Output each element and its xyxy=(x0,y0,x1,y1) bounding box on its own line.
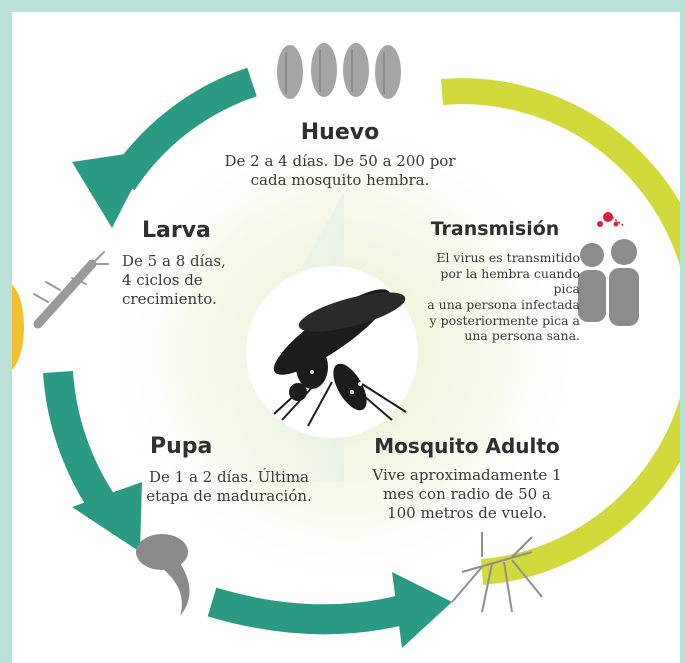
larva-description: De 5 a 8 días, 4 ciclos de crecimiento. xyxy=(122,252,232,308)
transmision-line-4: y posteriormente pica a xyxy=(429,312,580,328)
people-icon xyxy=(578,239,639,326)
larva-line-1: De 5 a 8 días, xyxy=(122,252,226,270)
pupa-icon xyxy=(136,534,190,616)
pupa-line-1: De 1 a 2 días. Última xyxy=(148,468,309,486)
adulto-description: Vive aproximadamente 1 mes con radio de … xyxy=(362,466,572,522)
lifecycle-graphic xyxy=(33,43,680,648)
huevo-description: De 2 a 4 días. De 50 a 200 por cada mosq… xyxy=(12,152,668,190)
arrow-pupa-to-adult-head xyxy=(392,572,452,648)
huevo-line-1: De 2 a 4 días. De 50 a 200 por xyxy=(224,152,456,170)
virus-icon xyxy=(597,212,625,227)
adult-mosquito-icon xyxy=(451,532,543,613)
transmission-arc xyxy=(440,78,680,585)
egg-icons xyxy=(277,43,401,99)
adulto-title: Mosquito Adulto xyxy=(374,434,560,458)
adulto-line-3: 100 metros de vuelo. xyxy=(387,503,547,522)
arrow-egg-to-larva-head xyxy=(72,150,152,228)
adulto-line-1: Vive aproximadamente 1 xyxy=(372,466,562,484)
transmision-line-2: por la hembra cuando pica xyxy=(440,265,580,297)
huevo-line-2: cada mosquito hembra. xyxy=(250,170,430,189)
adulto-line-2: mes con radio de 50 a xyxy=(383,484,551,503)
larva-line-2: 4 ciclos de xyxy=(122,270,203,289)
pupa-line-2: etapa de maduración. xyxy=(146,486,312,505)
transmision-title: Transmisión xyxy=(430,218,560,240)
arrow-larva-to-pupa-head xyxy=(72,482,142,552)
larva-title: Larva xyxy=(142,218,211,243)
pupa-title: Pupa xyxy=(150,434,213,459)
transmision-line-5: una persona sana. xyxy=(464,328,580,344)
diagram-panel: Huevo De 2 a 4 días. De 50 a 200 por cad… xyxy=(12,12,680,663)
transmision-line-3: a una persona infectada xyxy=(427,296,580,312)
huevo-title: Huevo xyxy=(300,120,380,145)
transmision-description: El virus es transmitido por la hembra cu… xyxy=(410,250,580,344)
mosquito-center-icon xyxy=(273,289,407,427)
side-decoration xyxy=(12,282,24,372)
transmision-line-1: El virus es transmitido xyxy=(436,250,580,265)
pupa-description: De 1 a 2 días. Última etapa de maduració… xyxy=(134,468,324,506)
larva-line-3: crecimiento. xyxy=(122,289,217,308)
larva-icon xyxy=(33,251,109,329)
arrow-pupa-to-adult xyxy=(207,587,406,635)
